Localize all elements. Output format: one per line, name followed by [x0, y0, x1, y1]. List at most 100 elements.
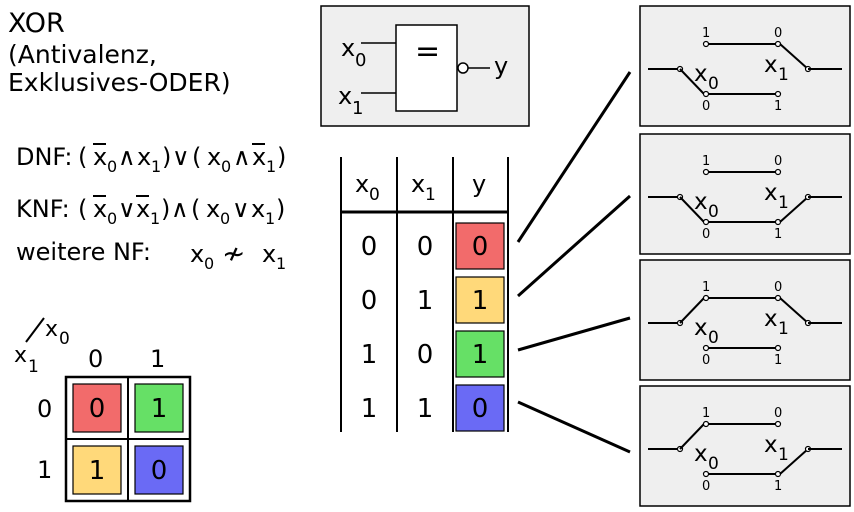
switch-mark: 1 [774, 353, 782, 368]
switch-mark: 1 [774, 479, 782, 494]
contact [774, 90, 782, 98]
switch-var-1-sub: 1 [778, 445, 789, 465]
kmap-cell-value: 1 [151, 394, 168, 424]
connector-row-4 [517, 400, 631, 454]
contact [702, 344, 710, 352]
dnf-var: x [207, 143, 221, 171]
switch-blade-1 [779, 196, 809, 223]
table-header-var: x [411, 170, 425, 198]
switch-blade-0 [679, 423, 705, 450]
contact [702, 90, 710, 98]
xor-gate-symbol: = x 0 x 1 y [320, 5, 530, 127]
switch-var-1-sub: 1 [778, 319, 789, 339]
knf-var: x [251, 195, 265, 223]
gate-output: y [494, 52, 508, 80]
page-title: XOR [8, 8, 65, 39]
knf-sub: 0 [220, 209, 230, 228]
dnf-op: ∨ [172, 143, 190, 171]
knf-op: ∨ [232, 195, 250, 223]
switch-mark: 1 [702, 154, 710, 169]
table-cell-y: 0 [472, 232, 489, 262]
kmap-cell-value: 0 [151, 456, 168, 486]
table-cell-x1: 0 [417, 232, 434, 262]
contact [702, 168, 710, 176]
dnf-lparen: ( [78, 143, 87, 171]
contact [774, 40, 782, 48]
knf-expression: ( x 0 ∨ x 1 ) ∧ ( x 0 ∨ x 1 ) [78, 195, 285, 228]
switch-blade-1 [779, 43, 809, 70]
kmap-row-var-sub: 1 [28, 357, 39, 377]
switch-var-0-sub: 0 [708, 328, 719, 348]
other-normal-form: x 0 ≁ x 1 [190, 237, 286, 273]
switch-mark: 1 [702, 280, 710, 295]
kmap-cells: 0 1 1 0 [72, 383, 184, 495]
table-header-var: y [472, 170, 486, 198]
switch-var-0-sub: 0 [708, 74, 719, 94]
switch-blade-0 [679, 297, 705, 324]
contact [774, 168, 782, 176]
kmap-corner-diagonal [25, 317, 45, 343]
switch-mark: 1 [774, 99, 782, 114]
switch-mark: 0 [702, 479, 710, 494]
switch-var-1: x [764, 52, 778, 78]
contact [702, 40, 710, 48]
switch-mark: 0 [774, 280, 782, 295]
table-cell-y: 1 [472, 286, 489, 316]
table-cell-x1: 0 [417, 340, 434, 370]
nequiv-symbol: ≁ [222, 237, 245, 270]
table-cell-x0: 0 [361, 286, 378, 316]
kmap-row-header: 1 [37, 456, 52, 484]
kmap-cell-value: 1 [89, 456, 106, 486]
table-cell-x1: 1 [417, 286, 434, 316]
table-cell-x0: 1 [361, 394, 378, 424]
contact [774, 294, 782, 302]
dnf-sub: 0 [107, 157, 117, 176]
knf-rparen: ) [161, 195, 170, 223]
gate-input-0-sub: 0 [355, 50, 366, 71]
switch-mark: 0 [702, 353, 710, 368]
gate-input-1-sub: 1 [352, 98, 363, 119]
contact [774, 344, 782, 352]
output-color-cell [455, 330, 505, 378]
switch-var-0: x [694, 315, 708, 341]
switch-var-0-sub: 0 [708, 202, 719, 222]
page-subtitle-line-2: Exklusives-ODER) [8, 68, 231, 97]
dnf-rparen: ) [277, 143, 286, 171]
table-cell-x1: 1 [417, 394, 434, 424]
connector-row-2 [517, 194, 631, 298]
switch-blade-0 [679, 196, 705, 223]
kmap-col-header: 0 [88, 345, 103, 373]
dnf-op: ∧ [233, 143, 251, 171]
contact [702, 218, 710, 226]
contact [702, 420, 710, 428]
switch-var-0: x [694, 441, 708, 467]
knf-var: x [136, 195, 150, 223]
switch-mark: 0 [774, 154, 782, 169]
switch-var-0-sub: 0 [708, 454, 719, 474]
switch-blade-1 [779, 297, 809, 324]
switch-blade-1 [779, 448, 809, 475]
dnf-sub: 0 [221, 157, 231, 176]
dnf-var: x [93, 143, 107, 171]
dnf-var: x [252, 143, 266, 171]
dnf-expression: ( x 0 ∧ x 1 ) ∨ ( x 0 ∧ x 1 ) [78, 143, 286, 176]
switch-mark: 0 [702, 227, 710, 242]
kmap-cell [134, 445, 184, 495]
gate-box [395, 24, 458, 112]
knf-lparen: ( [78, 195, 87, 223]
knf-var: x [93, 195, 107, 223]
switch-panel-frame [639, 259, 851, 381]
switch-mark: 1 [774, 227, 782, 242]
table-header-sub: 0 [369, 185, 380, 205]
kmap-col-var-sub: 0 [59, 329, 70, 349]
switch-mark: 0 [774, 406, 782, 421]
contact [702, 294, 710, 302]
table-cell-x0: 0 [361, 232, 378, 262]
kmap-cell-value: 0 [89, 394, 106, 424]
